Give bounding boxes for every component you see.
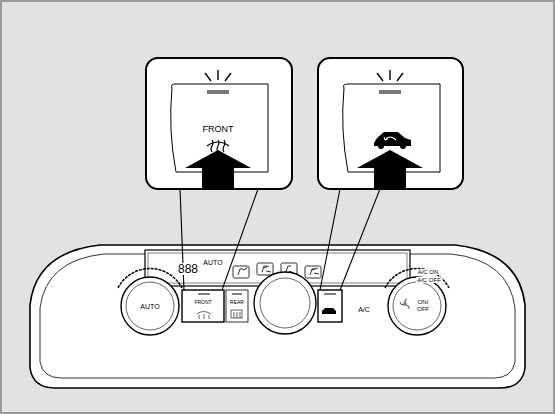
auto-knob-inner: [126, 282, 174, 330]
small-defrost-icons: [197, 310, 242, 319]
callout-button-label: FRONT: [202, 125, 235, 134]
auto-knob: [121, 277, 179, 335]
indicator: [232, 294, 242, 295]
button-label: REAR: [229, 300, 245, 305]
leader-lines: [180, 189, 380, 290]
display-indicator: AUTO: [202, 259, 223, 266]
rear-defrost-button: [226, 290, 248, 322]
callout-frame-right: [318, 58, 463, 189]
small-car-icon: [322, 308, 336, 314]
display-indicator: A/C ON: [417, 269, 440, 275]
display-indicator: A/C OFF: [416, 277, 442, 283]
fan-knob-inner: [393, 282, 441, 330]
press-arrow: [185, 150, 251, 189]
light-rays: [205, 70, 231, 81]
front-defrost-button: [182, 290, 224, 322]
center-knob-inner: [260, 278, 310, 328]
callout-frame-left: [146, 58, 292, 189]
indicator: [324, 294, 336, 295]
button-label: FRONT: [193, 300, 212, 305]
fan-knob: [388, 277, 446, 335]
control-panel: [30, 245, 525, 388]
indicator-light: [379, 90, 401, 94]
panel-inner-edge: [40, 254, 515, 378]
knob-label: ON/ OFF: [414, 299, 432, 312]
press-arrow: [357, 150, 423, 189]
fan-symbol: [400, 299, 409, 309]
indicator-light: [207, 90, 229, 94]
center-knob: [254, 272, 316, 334]
temperature-display: 888: [177, 263, 199, 275]
button-label: A/C: [357, 306, 371, 313]
recirculation-car-icon: [374, 132, 411, 149]
indicator: [198, 294, 210, 295]
recirculation-button: [318, 290, 342, 322]
knob-label: AUTO: [139, 303, 160, 310]
light-rays: [377, 70, 403, 81]
